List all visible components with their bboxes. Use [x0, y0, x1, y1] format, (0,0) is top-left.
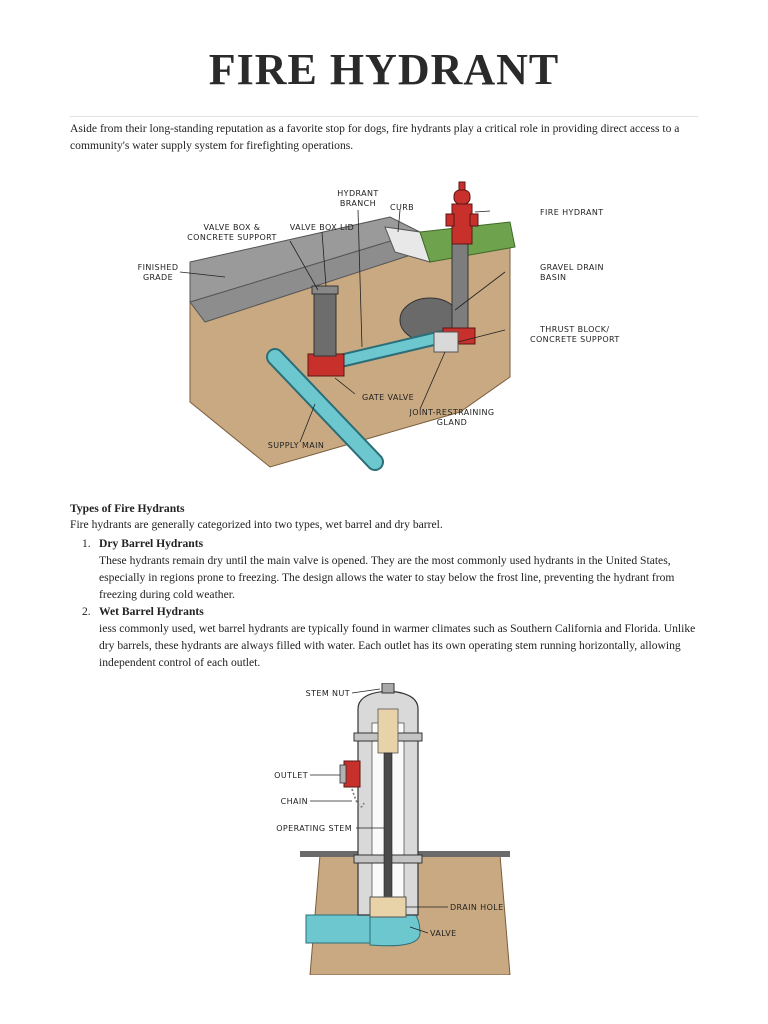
label-supply-main: SUPPLY MAIN [268, 441, 325, 450]
type-description: iess commonly used, wet barrel hydrants … [99, 620, 700, 671]
hydrant-cutaway-illustration: STEM NUT OUTLET CHAIN OPERATING STEM DRA… [260, 683, 520, 975]
label-drain-hole: DRAIN HOLE [450, 903, 504, 912]
label-curb: CURB [390, 203, 414, 212]
title-divider [70, 116, 698, 117]
label-stem-nut: STEM NUT [306, 689, 350, 698]
label-joint-line2: GLAND [437, 418, 467, 427]
hydrant-installation-illustration: HYDRANT BRANCH CURB FIRE HYDRANT VALVE B… [130, 172, 630, 490]
label-finished-grade-line2: GRADE [143, 273, 173, 282]
label-valve-box-lid: VALVE BOX LID [290, 223, 354, 232]
label-gravel-line2: BASIN [540, 273, 566, 282]
hydrant-types-list: 1. Dry Barrel Hydrants These hydrants re… [70, 535, 700, 671]
list-item: 1. Dry Barrel Hydrants These hydrants re… [70, 535, 700, 603]
label-gravel-line1: GRAVEL DRAIN [540, 263, 604, 272]
list-number: 2. [82, 603, 91, 620]
label-valve-box-line2: CONCRETE SUPPORT [187, 233, 277, 242]
types-heading: Types of Fire Hydrants [70, 502, 185, 515]
label-thrust-line2: CONCRETE SUPPORT [530, 335, 620, 344]
types-intro: Fire hydrants are generally categorized … [70, 518, 443, 531]
list-item: 2. Wet Barrel Hydrants iess commonly use… [70, 603, 700, 671]
list-number: 1. [82, 535, 91, 552]
label-outlet: OUTLET [274, 771, 308, 780]
label-operating-stem: OPERATING STEM [276, 824, 352, 833]
type-name: Dry Barrel Hydrants [99, 535, 700, 552]
label-hydrant-branch-line2: BRANCH [340, 199, 376, 208]
label-gate-valve: GATE VALVE [362, 393, 414, 402]
label-joint-line1: JOINT-RESTRAINING [408, 408, 494, 417]
label-fire-hydrant: FIRE HYDRANT [540, 208, 604, 217]
type-description: These hydrants remain dry until the main… [99, 552, 700, 603]
label-chain: CHAIN [281, 797, 308, 806]
document-title: FIRE HYDRANT [0, 44, 768, 95]
label-hydrant-branch-line1: HYDRANT [337, 189, 378, 198]
type-name: Wet Barrel Hydrants [99, 603, 700, 620]
label-thrust-line1: THRUST BLOCK/ [539, 325, 610, 334]
intro-paragraph: Aside from their long-standing reputatio… [70, 120, 700, 154]
label-valve-box-line1: VALVE BOX & [204, 223, 261, 232]
label-valve: VALVE [430, 929, 457, 938]
label-finished-grade-line1: FINISHED [138, 263, 179, 272]
